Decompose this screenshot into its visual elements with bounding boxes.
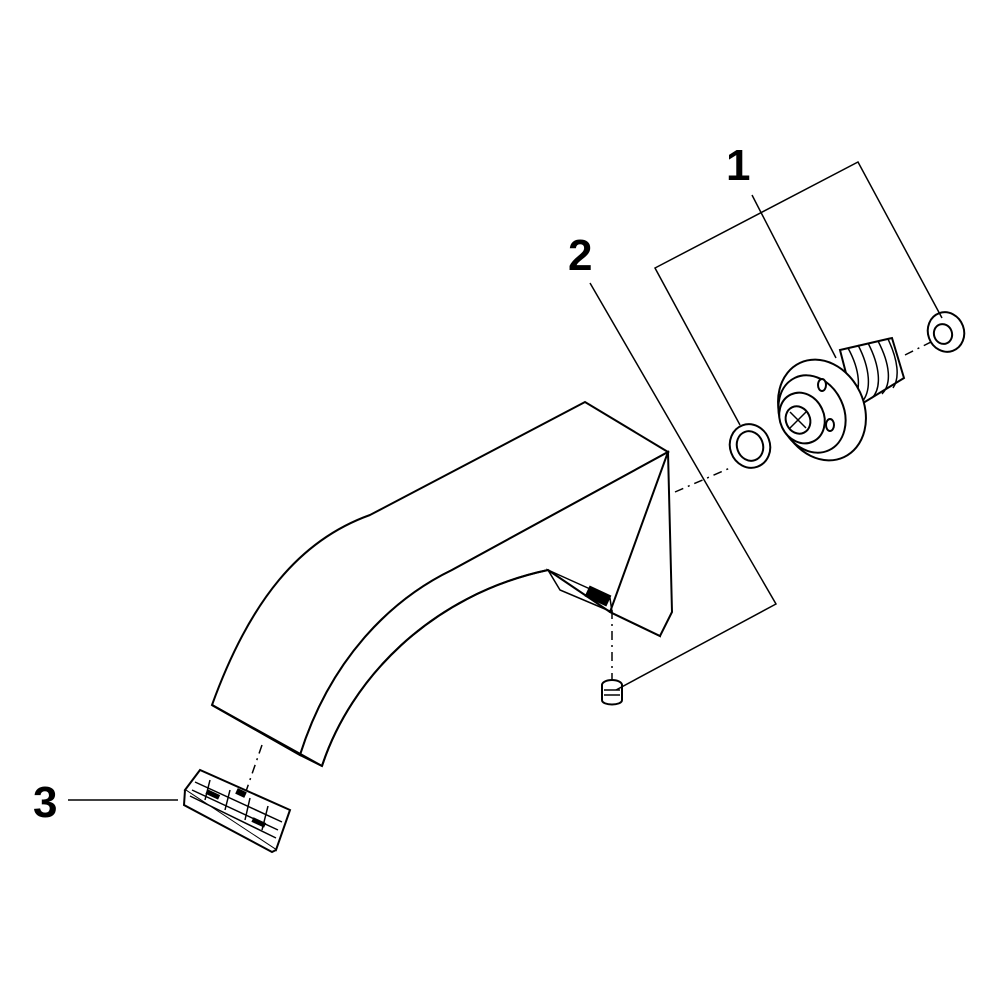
adapter-assembly <box>674 311 966 493</box>
callout-2: 2 <box>568 231 592 280</box>
leader-lines <box>68 160 943 801</box>
nut <box>926 311 966 353</box>
set-screw-hole <box>584 585 612 607</box>
tub-spout-body <box>210 400 674 768</box>
leader-line-1 <box>653 160 943 426</box>
set-screw <box>601 610 623 706</box>
o-ring <box>728 423 772 469</box>
threaded-adapter <box>777 336 906 462</box>
callout-3: 3 <box>33 778 57 827</box>
leader-line-2 <box>589 282 778 691</box>
aerator-insert <box>182 744 292 854</box>
leader-line-1-stem <box>751 194 837 359</box>
callout-1: 1 <box>726 141 750 190</box>
